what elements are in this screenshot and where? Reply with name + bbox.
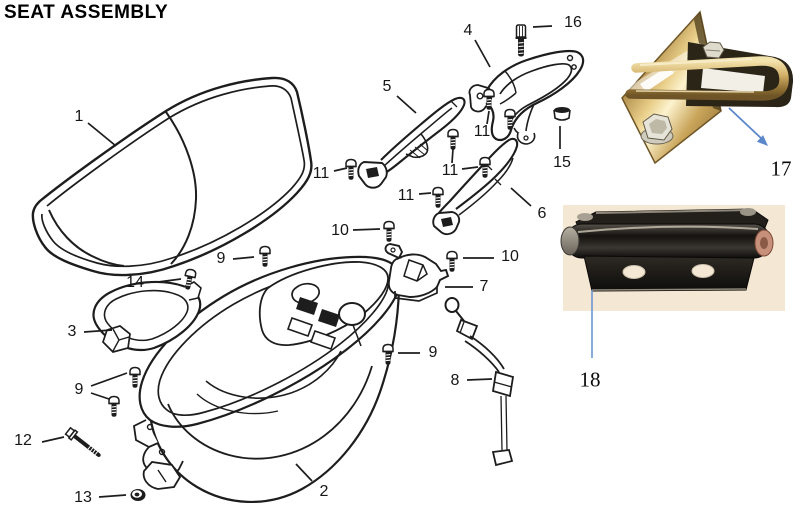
part-label-15: 15: [553, 154, 571, 171]
part-label-13: 13: [74, 489, 92, 506]
part-label-11: 11: [441, 162, 459, 179]
callout-arrow-17: [728, 107, 768, 146]
page-title: SEAT ASSEMBLY: [4, 2, 169, 23]
part-label-6: 6: [537, 205, 547, 222]
part-label-9: 9: [216, 250, 226, 267]
nut-13-icon: [130, 489, 146, 501]
part-label-18: 18: [579, 367, 601, 392]
bolt-16-icon: [515, 24, 527, 57]
part-label-7: 7: [479, 278, 489, 295]
part-label-11: 11: [312, 165, 330, 182]
part-label-10: 10: [331, 222, 349, 239]
part-label-5: 5: [382, 78, 392, 95]
hex-nut-top: [702, 41, 725, 59]
rail-cover-right-illustration: [432, 137, 519, 236]
part-label-2: 2: [319, 483, 329, 500]
cap-nut-15-icon: [553, 107, 571, 121]
part-label-9: 9: [74, 381, 84, 398]
seat-hinge-photo: [560, 205, 785, 311]
part-label-4: 4: [463, 22, 473, 39]
part-label-17: 17: [770, 156, 792, 181]
part-label-1: 1: [74, 108, 84, 125]
seat-illustration: [31, 76, 313, 277]
grab-rail-illustration: [468, 49, 585, 145]
leader-lines: [41, 25, 561, 498]
seat-lock-cable-illustration: [444, 297, 515, 467]
part-label-11: 11: [397, 187, 415, 204]
part-label-8: 8: [450, 372, 460, 389]
hex-nut-bottom: [640, 113, 674, 145]
storage-bucket-illustration: [133, 255, 402, 504]
seat-lock-illustration: [384, 243, 450, 302]
part-label-9: 9: [428, 344, 438, 361]
part-label-11: 11: [473, 123, 491, 140]
pivot-bolt-12-icon: [64, 426, 101, 457]
seat-hook-bracket-photo: [621, 10, 794, 165]
part-label-14: 14: [126, 274, 144, 291]
rail-cover-left-illustration: [357, 96, 466, 189]
part-label-16: 16: [564, 14, 582, 31]
part-label-12: 12: [14, 432, 32, 449]
part-label-3: 3: [67, 323, 77, 340]
part-label-10: 10: [501, 248, 519, 265]
